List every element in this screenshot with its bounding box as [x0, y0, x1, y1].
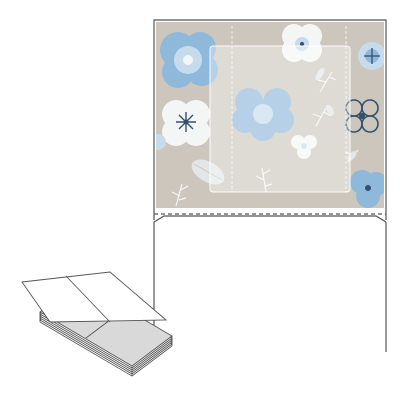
flower-icon [160, 32, 218, 88]
bottom-sheet-outline [153, 215, 387, 352]
stack-side-edge [39, 312, 173, 377]
leaf-icon [191, 159, 225, 185]
decorated-label-card [156, 22, 384, 208]
label-window [209, 45, 351, 193]
flower-icon [156, 134, 166, 150]
flower-icon [350, 170, 384, 208]
flower-icon [232, 88, 294, 141]
flower-icon [358, 42, 384, 70]
flower-icon [291, 135, 317, 159]
flower-icon [162, 100, 210, 146]
unfolded-sheet [21, 271, 168, 323]
flower-icon [282, 24, 322, 62]
unfolded-sheet-fold [65, 275, 111, 323]
label-sheet-stack-icon [21, 271, 173, 377]
top-sheet-outline [153, 19, 387, 220]
